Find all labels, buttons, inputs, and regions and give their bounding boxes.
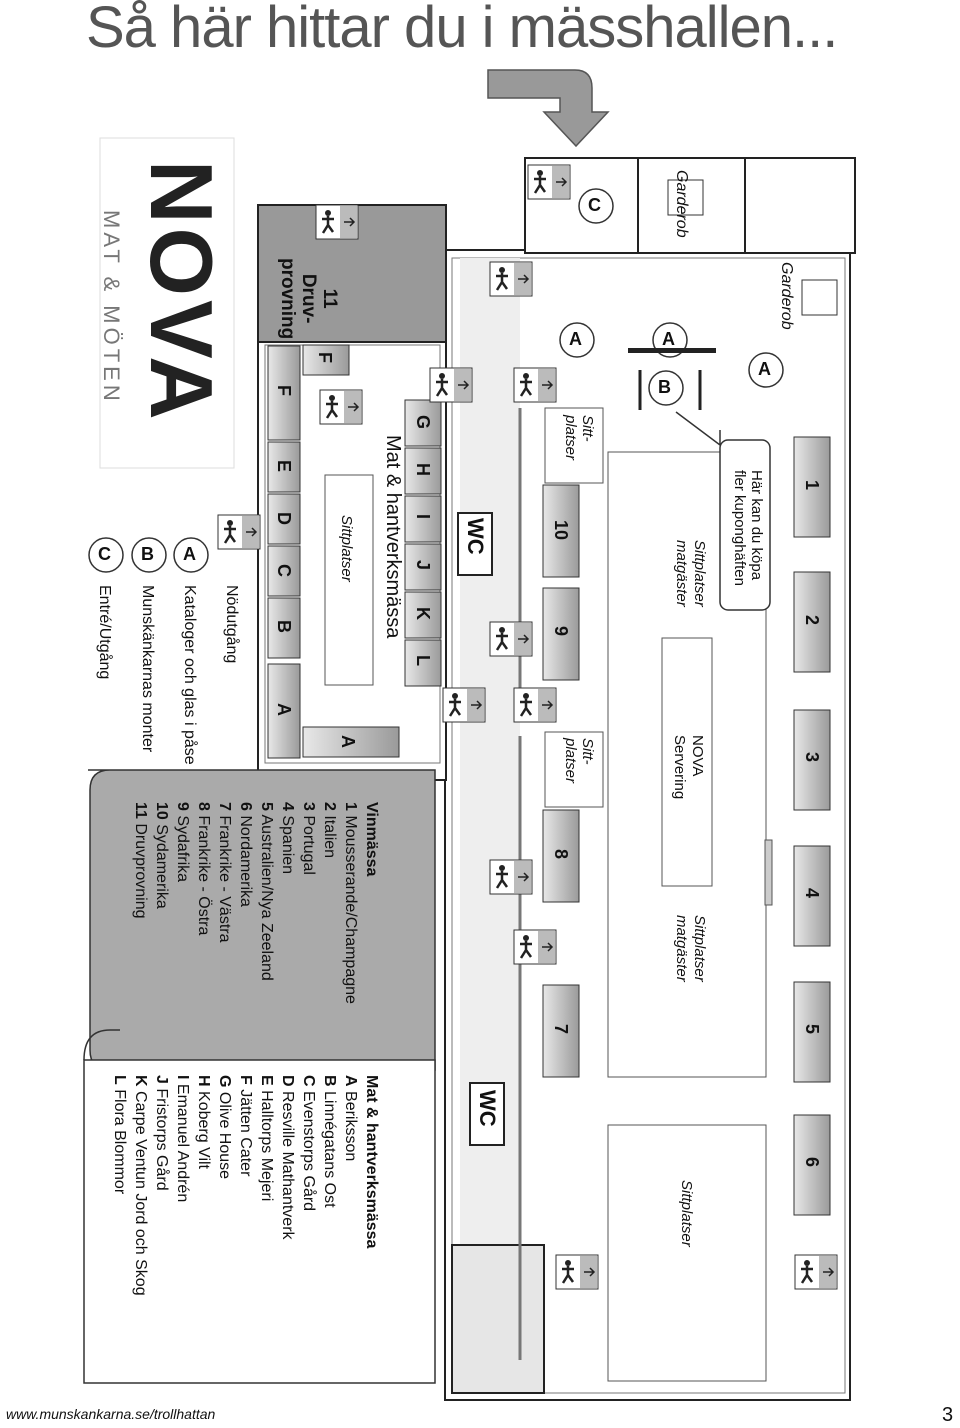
booth-l: L	[413, 655, 433, 666]
map-markers	[88, 188, 784, 573]
nova-logo-word: NOVA	[132, 160, 231, 424]
hantverk-title: Mat & hantverksmässa	[382, 435, 404, 639]
legend-text-b: Munskänkarnas monter	[139, 585, 156, 753]
sittplatser-label-right: Sittplatser	[678, 1180, 695, 1247]
page-number: 3	[942, 1404, 954, 1426]
booth-3: 3	[802, 752, 822, 763]
booth-6: 6	[802, 1157, 822, 1168]
booth-1: 1	[802, 480, 822, 491]
booths-left	[267, 344, 400, 759]
booth-i: I	[413, 514, 433, 520]
hantverk-scroll	[83, 1059, 436, 1384]
booths-vinmassa-mid	[542, 484, 580, 1078]
booth-8: 8	[551, 849, 571, 860]
booth-7: 7	[551, 1024, 571, 1035]
booth-k: K	[413, 607, 433, 620]
legend-key-b: B	[141, 544, 154, 564]
entrance-arrow	[487, 69, 610, 148]
sittplatser-small-1: Sitt-platser	[562, 415, 596, 461]
wc-label-2: WC	[475, 1090, 500, 1127]
booth-j: J	[413, 560, 433, 571]
wc-label-1: WC	[463, 518, 488, 555]
wc-1	[457, 512, 493, 576]
booth-f-top: F	[315, 352, 335, 363]
booth-10: 10	[551, 520, 571, 541]
booth-h: H	[413, 463, 433, 476]
booth-left-c: C	[274, 564, 294, 577]
marker-a-2: A	[662, 329, 675, 349]
sittplatser-label-craft: Sittplatser	[338, 515, 355, 582]
booth-left-d: D	[274, 512, 294, 525]
legend-key-a: A	[183, 544, 196, 564]
marker-c-map: C	[588, 195, 601, 215]
nova-logo-tagline: MAT & MÖTEN	[99, 210, 124, 405]
marker-a-3: A	[758, 359, 771, 379]
page-title: Så här hittar du i mässhallen...	[86, 0, 838, 60]
booth-4: 4	[802, 888, 822, 899]
footer-url[interactable]: www.munskankarna.se/trollhattan	[6, 1406, 216, 1422]
booth-a-bottom: A	[338, 735, 358, 748]
booth-2: 2	[802, 615, 822, 626]
nova-servering	[661, 637, 713, 887]
marker-a-1: A	[569, 329, 582, 349]
booth-9: 9	[551, 626, 571, 637]
kupong-callout	[719, 439, 771, 611]
vinmassa-list: Vinmässa 1 Mousserande/Champagne 2 Itali…	[132, 802, 380, 1004]
booths-vinmassa-right	[793, 436, 831, 1216]
legend-text-a: Kataloger och glas i påse	[181, 585, 198, 765]
legend-nodutgang: Nödutgång	[223, 585, 240, 664]
booth-left-a: A	[274, 703, 294, 716]
wc-2	[469, 1082, 505, 1146]
hantverk-list: Mat & hantverksmässa A Beriksson B Linné…	[111, 1075, 380, 1296]
garderob-label-2: Garderob	[778, 262, 795, 330]
booth-left-f: F	[274, 385, 294, 396]
marker-b-map: B	[658, 377, 671, 397]
booths-craft	[404, 399, 442, 687]
booth-5: 5	[802, 1024, 822, 1035]
legend-text-c: Entré/Utgång	[96, 585, 113, 680]
nova-logo-box	[99, 137, 235, 469]
booth-g: G	[413, 415, 433, 430]
garderob-label-1: Garderob	[673, 170, 690, 238]
legend-key-c: C	[98, 544, 111, 564]
booth-left-e: E	[274, 460, 294, 473]
booth-left-b: B	[274, 620, 294, 633]
sittplatser-small-2: Sitt-platser	[562, 738, 596, 784]
